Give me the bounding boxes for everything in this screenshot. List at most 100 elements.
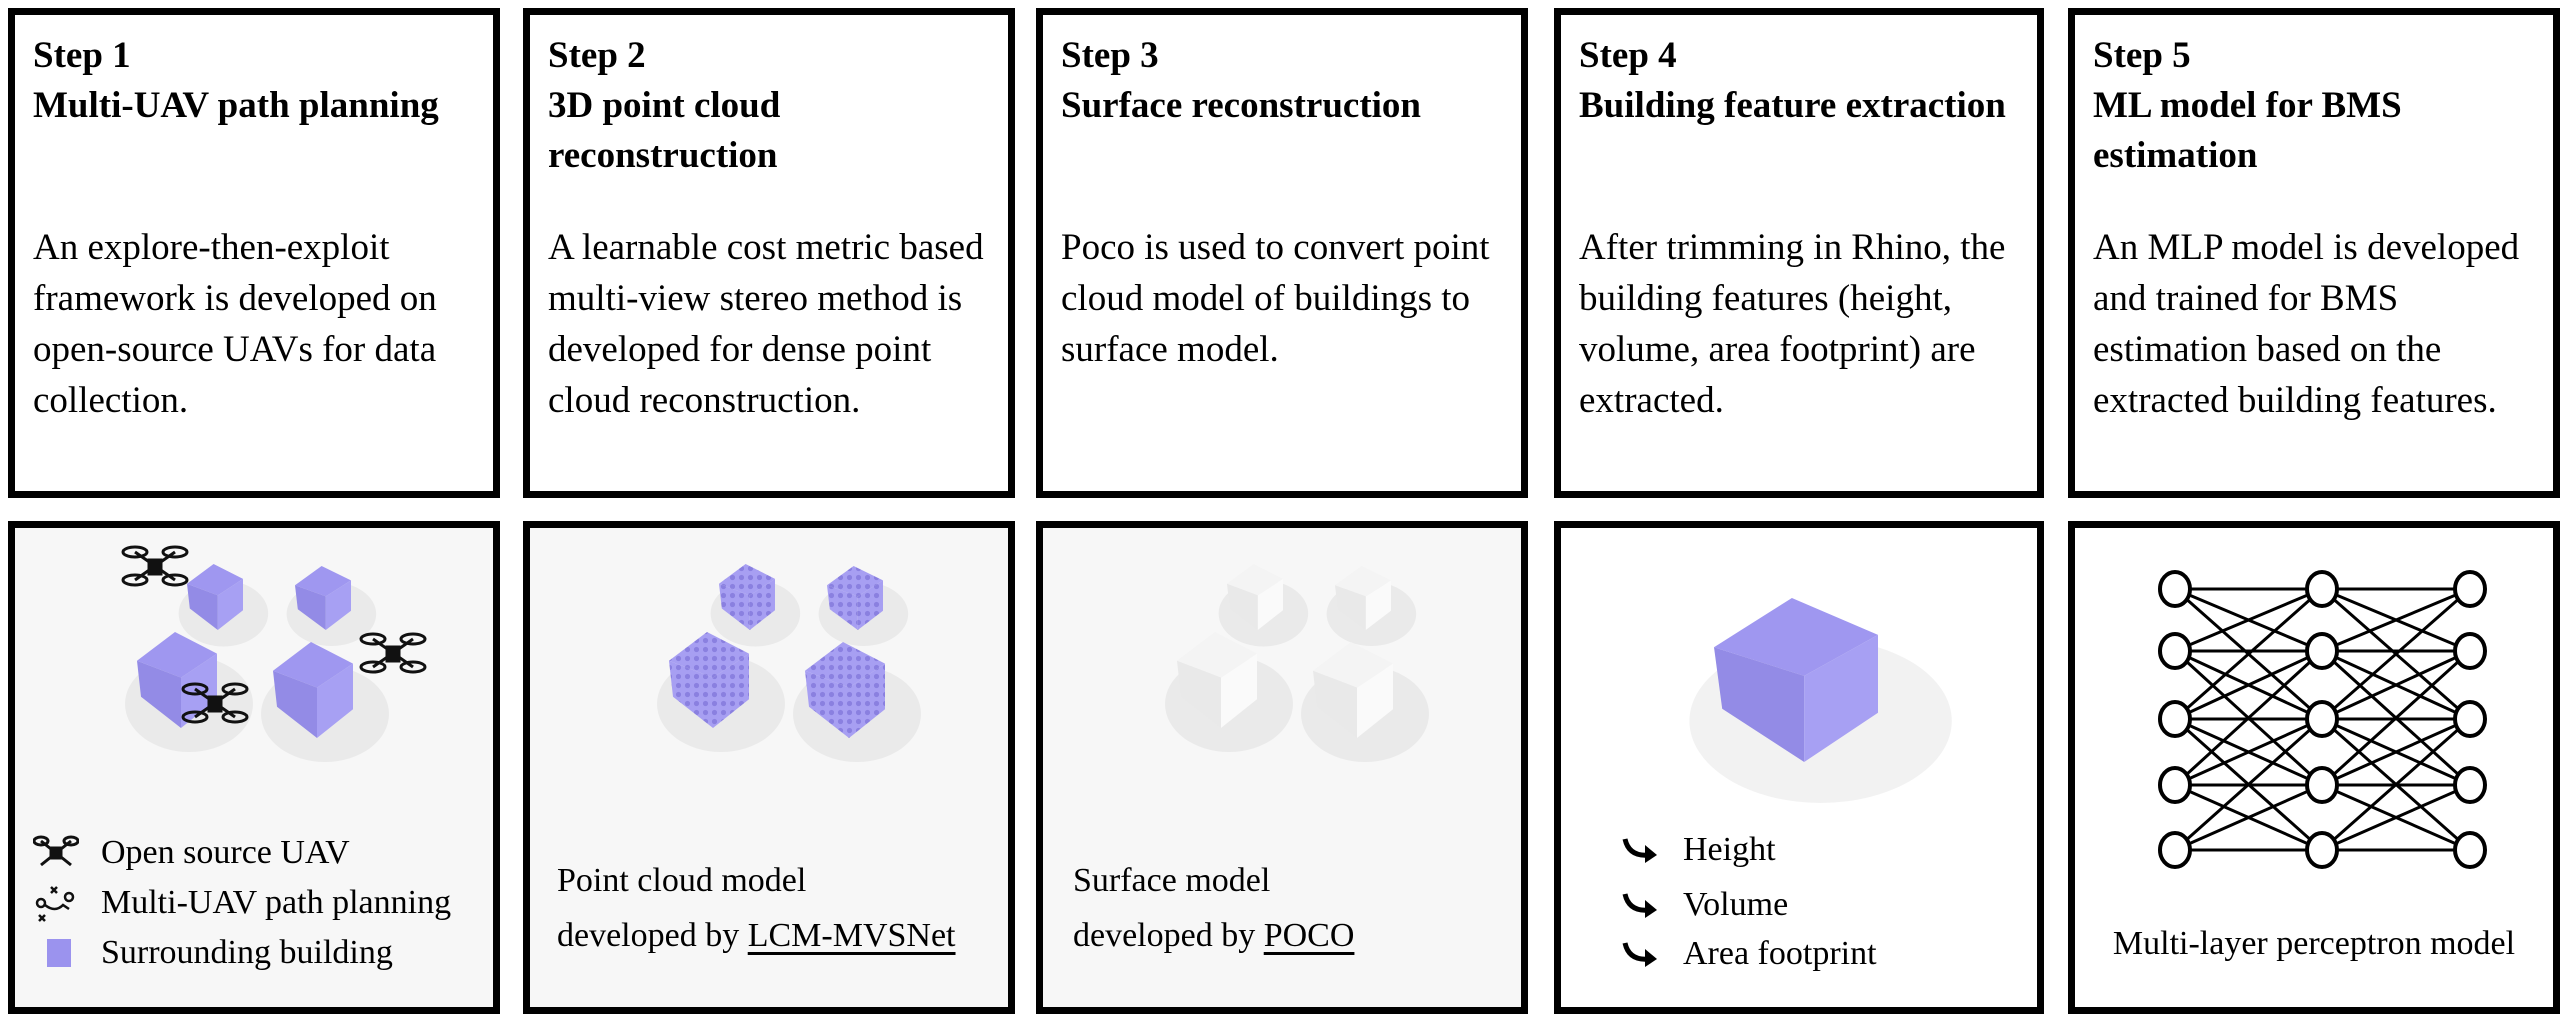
network-node xyxy=(2158,700,2192,738)
surface-caption: Surface model developed by POCO xyxy=(1073,853,1354,963)
building-face xyxy=(217,578,243,630)
step-number: Step 5 xyxy=(2093,35,2191,76)
legend-label: Surrounding building xyxy=(101,934,393,971)
building-face xyxy=(187,583,218,630)
building-cube xyxy=(286,566,377,646)
building-face xyxy=(849,663,885,738)
step-title: ML model for BMS estimation xyxy=(2093,85,2402,176)
caption-line: Surface model xyxy=(1073,862,1271,899)
step-number: Step 3 xyxy=(1061,35,1159,76)
building-face xyxy=(1335,585,1366,630)
point-cloud-figure-panel: Point cloud model developed by LCM-MVSNe… xyxy=(523,521,1015,1014)
network-edge xyxy=(2173,649,2324,787)
step-title: Surface reconstruction xyxy=(1061,85,1421,126)
drone-rotor xyxy=(121,545,149,559)
feature-label: Volume xyxy=(1683,886,1789,923)
building-cube xyxy=(1689,598,1952,803)
building-roof xyxy=(1177,632,1257,678)
network-edge xyxy=(2174,587,2323,721)
point-cloud-cube xyxy=(818,566,909,646)
point-cloud-illustration xyxy=(657,564,921,762)
network-node xyxy=(2453,831,2487,869)
step-description: An MLP model is developed and trained fo… xyxy=(2093,227,2520,421)
drone-rotor xyxy=(359,660,387,674)
caption-line: Point cloud model xyxy=(557,862,807,899)
feature-figure-panel: Height Volume Area footprint xyxy=(1554,521,2044,1014)
step-description: A learnable cost metric based multi-view… xyxy=(548,227,984,421)
path-planning-icon xyxy=(35,886,75,922)
point-cloud-cube xyxy=(710,564,801,647)
building-roof xyxy=(187,564,243,596)
curved-arrow-icon xyxy=(1622,838,1657,863)
building-face xyxy=(1257,578,1283,630)
building-face xyxy=(137,660,181,728)
step-title: Building feature extraction xyxy=(1579,85,2006,126)
surface-figure-panel: Surface model developed by POCO xyxy=(1036,521,1528,1014)
drone-rotor xyxy=(181,710,209,724)
network-node xyxy=(2158,570,2192,608)
point-cloud-cube xyxy=(657,632,785,752)
building-face xyxy=(273,670,317,738)
building-face xyxy=(719,583,750,630)
drone-rotor xyxy=(399,660,427,674)
network-edge xyxy=(2320,649,2472,787)
building-face xyxy=(1227,583,1258,630)
legend-label: Open source UAV xyxy=(101,834,350,871)
feature-item-volume: Volume xyxy=(1621,880,1788,930)
drone-rotor xyxy=(359,632,387,646)
mlp-caption: Multi-layer perceptron model xyxy=(2112,925,2516,962)
drone-icon xyxy=(359,632,427,674)
feature-item-area-footprint: Area footprint xyxy=(1621,929,1877,979)
building-roof xyxy=(719,564,775,596)
surface-cube xyxy=(1218,564,1309,647)
building-cube xyxy=(261,642,389,762)
network-edge xyxy=(2174,649,2323,721)
network-node xyxy=(2453,700,2487,738)
building-roof xyxy=(137,632,217,678)
building-cube xyxy=(178,564,269,647)
surface-cube xyxy=(1301,642,1429,762)
legend-label: Multi-UAV path planning xyxy=(101,884,452,921)
network-edge xyxy=(2321,783,2471,852)
feature-label: Area footprint xyxy=(1683,935,1877,972)
step-heading: Step 5 ML model for BMS estimation xyxy=(2093,31,2543,181)
network-node xyxy=(2158,632,2192,670)
step-title: Multi-UAV path planning xyxy=(33,85,439,126)
network-edge xyxy=(2321,649,2471,721)
building-roof xyxy=(1714,598,1878,676)
drone-rotor xyxy=(221,682,249,696)
lcm-mvsnet-link[interactable]: LCM-MVSNet xyxy=(747,917,956,954)
building-face xyxy=(857,580,883,630)
drone-rotor xyxy=(399,632,427,646)
building-roof xyxy=(805,642,885,688)
legend-item-path-planning: Multi-UAV path planning xyxy=(33,878,451,928)
building-face xyxy=(1714,647,1805,762)
legend-item-building: Surrounding building xyxy=(33,928,393,978)
step-number: Step 1 xyxy=(33,35,131,76)
building-roof xyxy=(273,642,353,688)
building-face xyxy=(713,653,749,728)
surface-cube xyxy=(1165,632,1293,752)
legend-item-uav: Open source UAV xyxy=(33,828,350,878)
drone-icon xyxy=(181,682,249,724)
network-node xyxy=(2305,766,2339,804)
building-roof xyxy=(295,566,351,597)
building-roof xyxy=(1335,566,1391,597)
step-number: Step 4 xyxy=(1579,35,1677,76)
building-face xyxy=(1804,634,1878,762)
network-node xyxy=(2305,570,2339,608)
poco-link[interactable]: POCO xyxy=(1263,917,1355,954)
surface-cube xyxy=(1326,566,1417,646)
building-roof xyxy=(1227,564,1283,596)
network-edge xyxy=(2174,717,2323,852)
building-face xyxy=(295,585,326,630)
network-node xyxy=(2305,632,2339,670)
building-roof xyxy=(827,566,883,597)
network-edge xyxy=(2174,587,2323,653)
building-face xyxy=(669,660,713,728)
building-face xyxy=(1177,660,1221,728)
